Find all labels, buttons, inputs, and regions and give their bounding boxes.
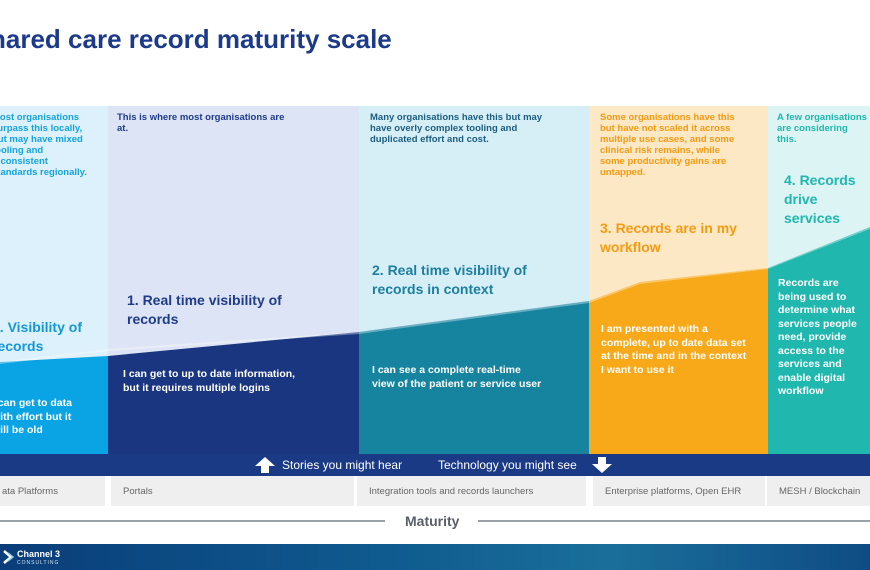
footer-bar: Channel 3 CONSULTING xyxy=(0,544,870,570)
tech-label-3: Enterprise platforms, Open EHR xyxy=(605,486,742,497)
logo-name: Channel 3 xyxy=(17,549,61,559)
tech-cell-3: Enterprise platforms, Open EHR xyxy=(593,476,765,506)
tech-label-2: Integration tools and records launchers xyxy=(369,486,534,497)
level-0-heading: 0. Visibility of records xyxy=(0,319,82,354)
level-3-note: Some organisations have this but have no… xyxy=(600,112,735,178)
tech-cell-1: Portals xyxy=(111,476,354,506)
tech-label-0: ata Platforms xyxy=(2,486,58,497)
level-4-heading: 4. Records drive services xyxy=(784,172,856,226)
maturity-line-left xyxy=(0,520,385,522)
logo-subtitle: CONSULTING xyxy=(17,560,60,566)
level-4-note: A few organisations are considering this… xyxy=(777,112,867,145)
tech-cell-0: ata Platforms xyxy=(0,476,105,506)
stories-label: Stories you might hear xyxy=(282,458,403,472)
col4-bottom xyxy=(768,227,870,454)
level-1-body: I can get to up to date information, but… xyxy=(123,368,296,394)
col2-bottom xyxy=(359,301,589,454)
level-4-body: Records are being used to determine what… xyxy=(778,277,857,397)
level-2-body: I can see a complete real-time view of t… xyxy=(372,364,542,390)
tech-cell-4: MESH / Blockchain xyxy=(767,476,870,506)
level-2-note: Many organisations have this but may hav… xyxy=(370,112,543,145)
level-1-note: This is where most organisations are at. xyxy=(117,112,285,134)
stories-technology-bar: Stories you might hear Technology you mi… xyxy=(0,454,870,476)
col1-bottom xyxy=(108,332,359,454)
col3-bottom xyxy=(589,268,768,454)
maturity-line-right xyxy=(478,520,870,522)
level-3-body: I am presented with a complete, up to da… xyxy=(601,323,747,376)
level-2-heading: 2. Real time visibility of records in co… xyxy=(372,262,527,297)
col0-bottom xyxy=(0,356,108,454)
technology-label: Technology you might see xyxy=(438,458,577,472)
arrow-up-icon xyxy=(255,457,275,473)
level-1-heading: 1. Real time visibility of records xyxy=(127,292,282,327)
arrow-down-icon xyxy=(592,457,612,473)
level-3-heading: 3. Records are in my workflow xyxy=(600,220,737,255)
tech-label-4: MESH / Blockchain xyxy=(779,486,861,497)
maturity-columns-graphic xyxy=(0,106,870,454)
tech-cell-2: Integration tools and records launchers xyxy=(357,476,586,506)
tech-label-1: Portals xyxy=(123,486,153,497)
channel3-logo-icon xyxy=(3,550,15,564)
page-title: hared care record maturity scale xyxy=(0,24,392,54)
maturity-label: Maturity xyxy=(405,513,460,529)
level-0-body: I can get to data with effort but it wil… xyxy=(0,397,72,436)
